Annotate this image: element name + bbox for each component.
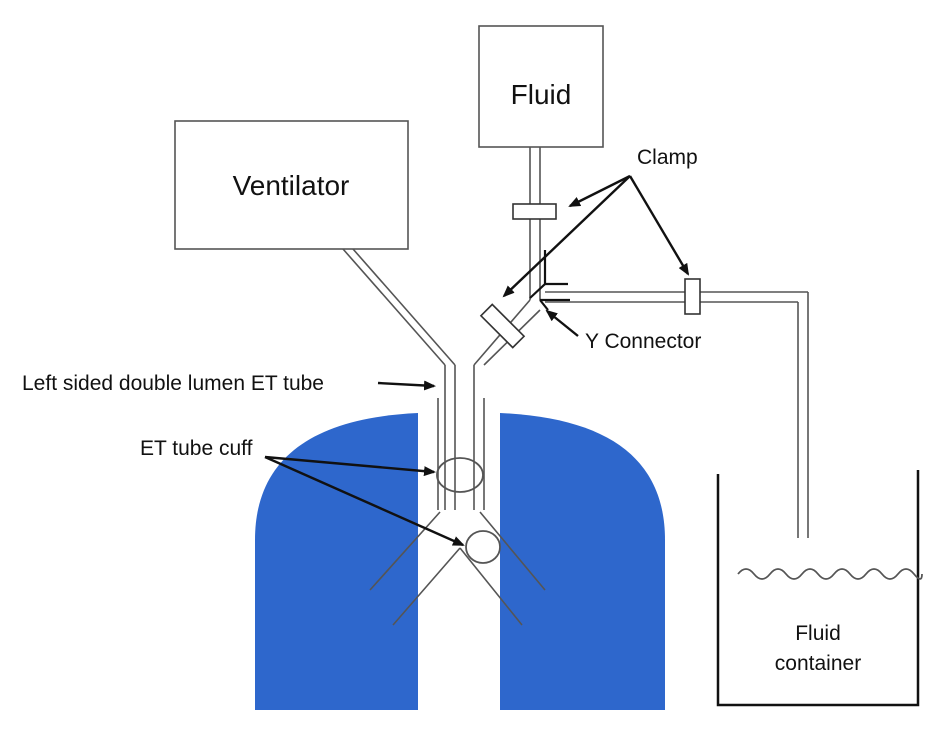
y-connector-arrow <box>545 309 579 337</box>
clamp-arrows <box>502 174 690 298</box>
ventilator-box <box>174 120 409 250</box>
fluid-tubing <box>529 147 809 538</box>
ventilator-label: Ventilator <box>233 170 350 201</box>
y-connector <box>529 250 570 311</box>
clamp-right <box>684 278 701 315</box>
ventilator-tubing <box>342 248 541 366</box>
clamp-label: Clamp <box>637 146 698 169</box>
et-tube <box>437 365 485 510</box>
fluid-container <box>716 470 923 707</box>
fluid-container-label-line1: Fluid <box>795 622 841 645</box>
fluid-container-label-line2: container <box>775 652 861 675</box>
et-cuff-arrows <box>264 455 465 547</box>
et-tube-arrow <box>377 380 436 391</box>
clamp-top <box>512 203 557 220</box>
fluid-box <box>478 25 604 148</box>
fluid-label: Fluid <box>511 79 572 110</box>
clamp-diagonal <box>479 303 526 349</box>
fluid-surface <box>737 568 923 580</box>
y-connector-label: Y Connector <box>585 330 701 353</box>
left-lung <box>255 413 418 710</box>
et-cuff-tracheal <box>436 457 484 493</box>
right-lung <box>500 413 665 710</box>
bronchi-lines <box>369 511 546 626</box>
et-cuff-label: ET tube cuff <box>140 437 253 460</box>
et-tube-label: Left sided double lumen ET tube <box>22 372 324 395</box>
et-cuff-bronchial <box>465 530 501 564</box>
